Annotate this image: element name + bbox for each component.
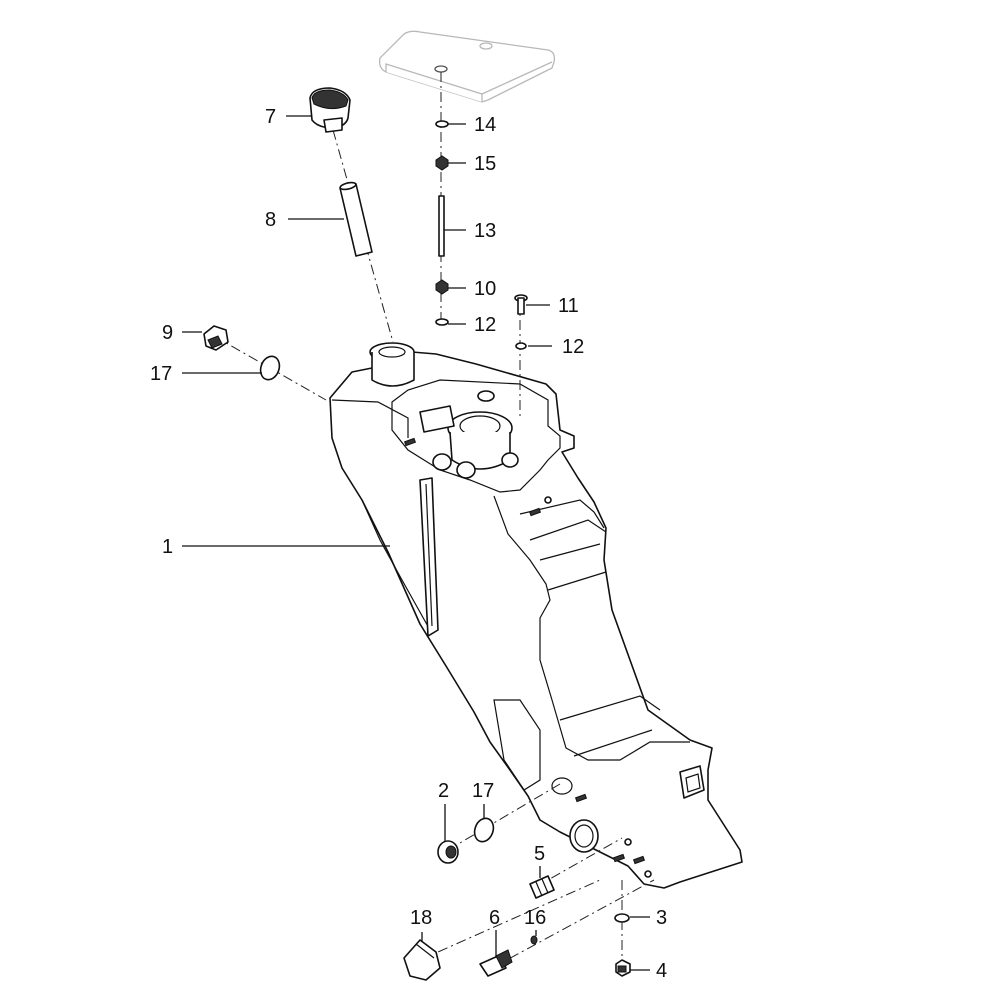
callout-17-lower: 17: [472, 780, 494, 802]
grommet: [437, 840, 459, 864]
filler-cap: [309, 87, 351, 133]
callout-7: 7: [265, 106, 276, 128]
washer-3: [614, 913, 630, 923]
threaded-rod: [438, 195, 445, 257]
callout-1: 1: [162, 536, 173, 558]
callout-8: 8: [265, 209, 276, 231]
callout-15: 15: [474, 153, 496, 175]
callout-12-right: 12: [562, 336, 584, 358]
sensor-6: [479, 949, 513, 977]
cover-plate: [378, 30, 556, 103]
clip-16: [530, 935, 538, 945]
washer-12a: [435, 318, 449, 326]
callout-labels: 1 2 3 4 5 6 7 8 9 10 11 12 12 13 14 15 1…: [150, 106, 667, 982]
callout-2: 2: [438, 780, 449, 802]
nut-10: [435, 279, 449, 295]
callout-11: 11: [558, 295, 579, 317]
callout-17-upper: 17: [150, 363, 172, 385]
side-plug: [203, 325, 229, 351]
washer-12b: [515, 342, 527, 350]
leader-lines: [182, 115, 650, 971]
callout-16: 16: [524, 907, 546, 929]
filler-tube: [339, 181, 373, 257]
callout-9: 9: [162, 322, 173, 344]
callout-14: 14: [474, 114, 496, 136]
callout-6: 6: [489, 907, 500, 929]
tank-body: [329, 342, 743, 889]
screw-11: [514, 294, 528, 315]
callout-4: 4: [656, 960, 667, 982]
callout-3: 3: [656, 907, 667, 929]
callout-5: 5: [534, 843, 545, 865]
o-ring-upper: [259, 355, 281, 381]
callout-10: 10: [474, 278, 496, 300]
washer-14: [435, 120, 449, 128]
callout-13: 13: [474, 220, 496, 242]
o-ring-lower: [473, 817, 495, 843]
fitting-5: [529, 875, 555, 899]
drain-plug: [615, 959, 631, 977]
nut-15: [435, 155, 449, 171]
callout-12-upper: 12: [474, 314, 496, 336]
elbow-fitting: [403, 939, 441, 981]
callout-18: 18: [410, 907, 432, 929]
